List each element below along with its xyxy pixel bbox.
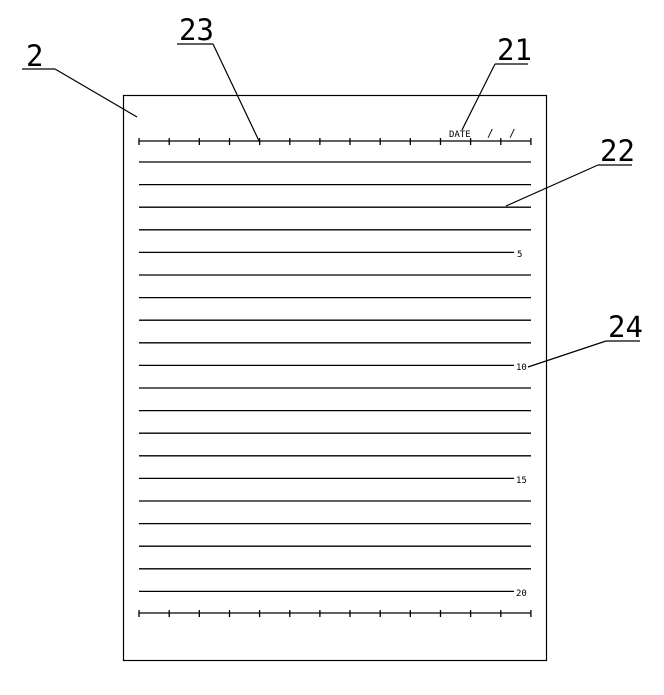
callout-22: 22 bbox=[505, 134, 635, 207]
bottom-scale-bar bbox=[138, 610, 532, 617]
callout-23-label: 23 bbox=[179, 13, 214, 47]
ruled-lines bbox=[139, 161, 531, 593]
line-number-10: 10 bbox=[516, 363, 527, 373]
date-separator-1: / bbox=[487, 127, 494, 140]
date-separator-2: / bbox=[509, 127, 516, 140]
callout-21: 21 bbox=[461, 33, 532, 131]
callout-24-label: 24 bbox=[608, 310, 643, 344]
page-outline bbox=[122, 94, 548, 662]
callout-22-label: 22 bbox=[600, 134, 635, 168]
line-number-5: 5 bbox=[517, 250, 522, 260]
callout-23: 23 bbox=[177, 13, 261, 144]
callout-2: 2 bbox=[22, 39, 138, 118]
callout-21-label: 21 bbox=[497, 33, 532, 67]
line-number-20: 20 bbox=[516, 589, 527, 599]
date-label: DATE bbox=[449, 130, 471, 140]
callout-2-label: 2 bbox=[26, 39, 43, 73]
line-number-15: 15 bbox=[516, 476, 527, 486]
top-scale-bar bbox=[138, 138, 532, 145]
callout-24: 24 bbox=[527, 310, 643, 368]
